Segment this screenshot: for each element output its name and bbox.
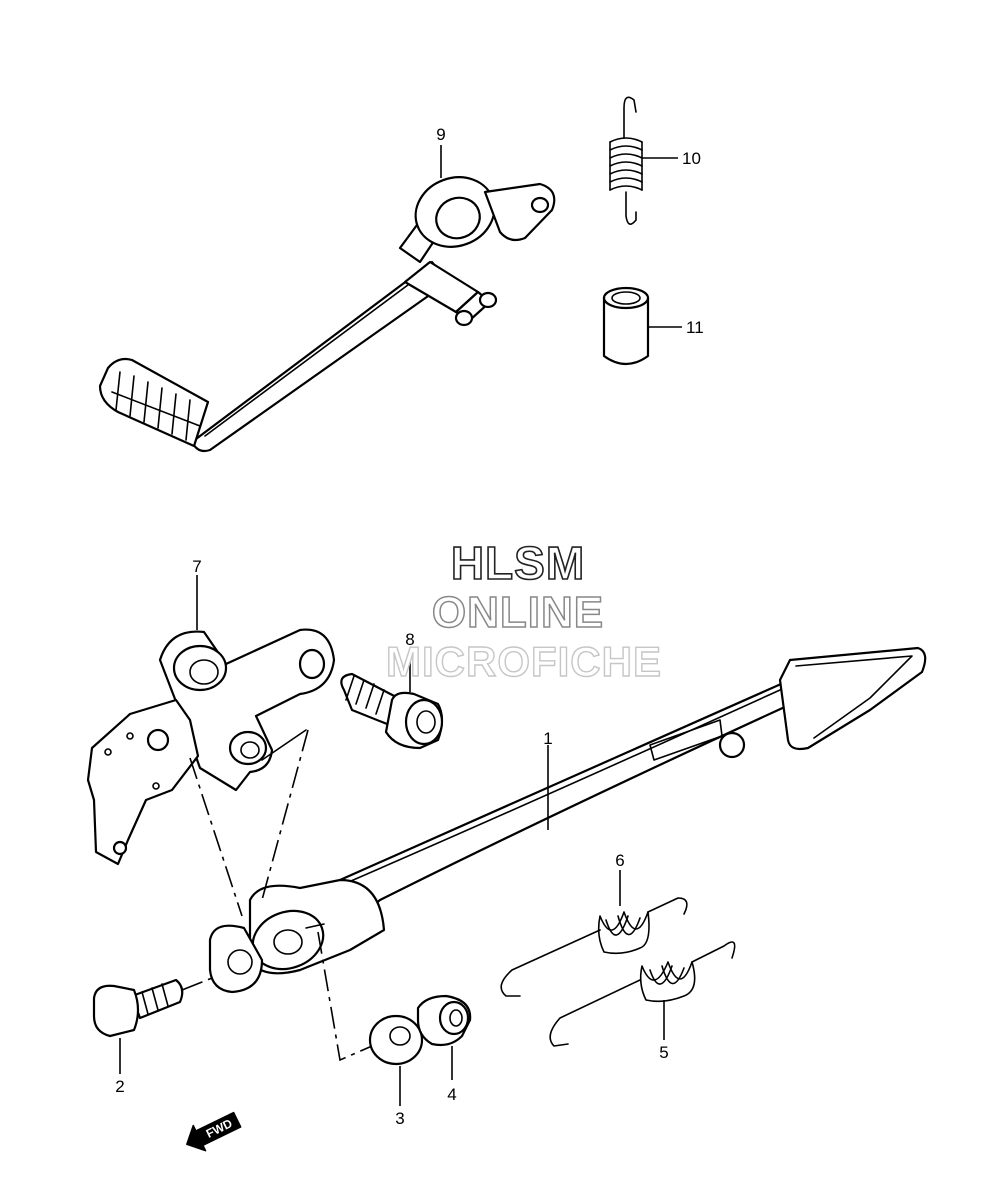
gearshift-lever-drawing	[98, 176, 556, 453]
watermark-line-3: MICROFICHE	[386, 638, 662, 685]
callout-7: 7	[192, 557, 201, 576]
pivot-bolt-drawing	[92, 978, 184, 1074]
nut-drawing	[416, 994, 472, 1080]
spring-5-drawing	[549, 941, 736, 1047]
spring-6-drawing	[500, 870, 688, 997]
callout-2: 2	[115, 1077, 124, 1096]
callout-10: 10	[682, 149, 701, 168]
callout-6: 6	[615, 851, 624, 870]
callout-8: 8	[405, 630, 414, 649]
callout-4: 4	[447, 1085, 456, 1104]
callout-3: 3	[395, 1109, 404, 1128]
bracket-drawing	[86, 575, 336, 866]
callout-11: 11	[686, 318, 704, 337]
assembly-lines	[181, 729, 373, 1062]
brake-pedal-drawing	[208, 646, 927, 994]
watermark-line-1: HLSM	[451, 537, 585, 589]
callout-1: 1	[543, 729, 552, 748]
forward-arrow-icon: FWD	[186, 1111, 242, 1152]
callout-9: 9	[436, 125, 445, 144]
washer-drawing	[368, 1014, 424, 1106]
callout-5: 5	[659, 1043, 668, 1062]
watermark-line-2: ONLINE	[432, 588, 604, 637]
collar-11-drawing	[602, 286, 682, 366]
bolt-8-drawing	[340, 650, 444, 750]
spring-10-drawing	[609, 96, 678, 225]
